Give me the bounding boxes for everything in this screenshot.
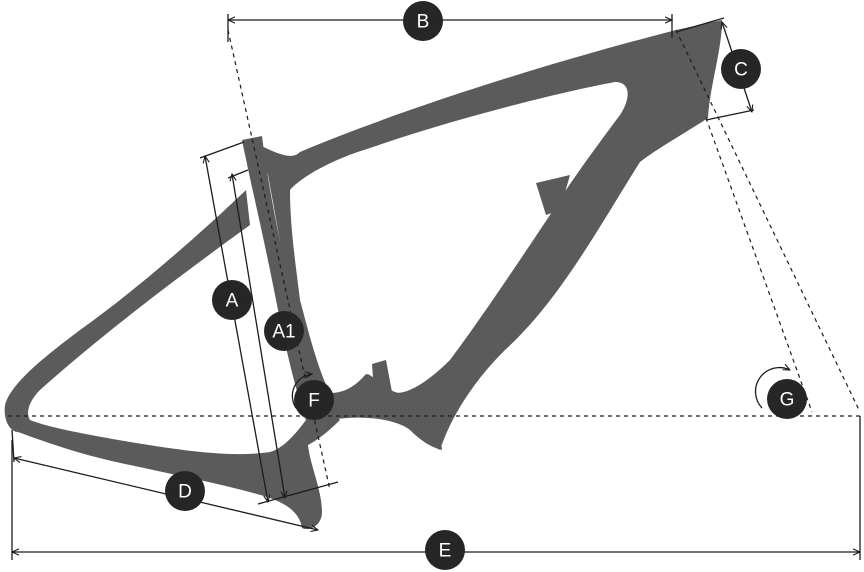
badge-d: D xyxy=(165,471,205,511)
front-triangle xyxy=(255,20,722,450)
badge-g: G xyxy=(767,379,807,419)
dimension-a-tick-top xyxy=(199,141,245,159)
rear-triangle xyxy=(4,190,341,530)
head-tube-axis-2 xyxy=(705,117,813,413)
dimension-c-tick-bottom xyxy=(705,109,755,121)
badge-f: F xyxy=(294,380,334,420)
badge-e: E xyxy=(425,530,465,570)
dimension-c-tick-top xyxy=(675,17,725,33)
motor-mount xyxy=(330,387,442,450)
seat-tube-extension xyxy=(227,29,331,491)
label-e: E xyxy=(439,541,452,562)
bottle-boss xyxy=(536,175,570,215)
badge-c: C xyxy=(721,49,761,89)
label-a1: A1 xyxy=(272,322,295,343)
label-a: A xyxy=(226,291,239,312)
angle-f-arc xyxy=(291,374,312,409)
badge-a1: A1 xyxy=(264,311,304,351)
dimension-a1-line xyxy=(232,174,285,498)
label-b: B xyxy=(417,12,430,33)
label-g: G xyxy=(780,390,795,411)
bike-frame xyxy=(4,20,722,530)
badge-b: B xyxy=(403,1,443,41)
angle-g-arc xyxy=(754,368,790,409)
label-d: D xyxy=(178,482,192,503)
badge-a: A xyxy=(212,280,252,320)
label-c: C xyxy=(734,60,748,81)
dimension-a1-tick-top xyxy=(227,169,249,179)
dimension-d-tick-left xyxy=(11,429,15,463)
label-f: F xyxy=(308,391,320,412)
bb-tab xyxy=(372,360,392,392)
head-tube-axis-1 xyxy=(675,29,861,413)
